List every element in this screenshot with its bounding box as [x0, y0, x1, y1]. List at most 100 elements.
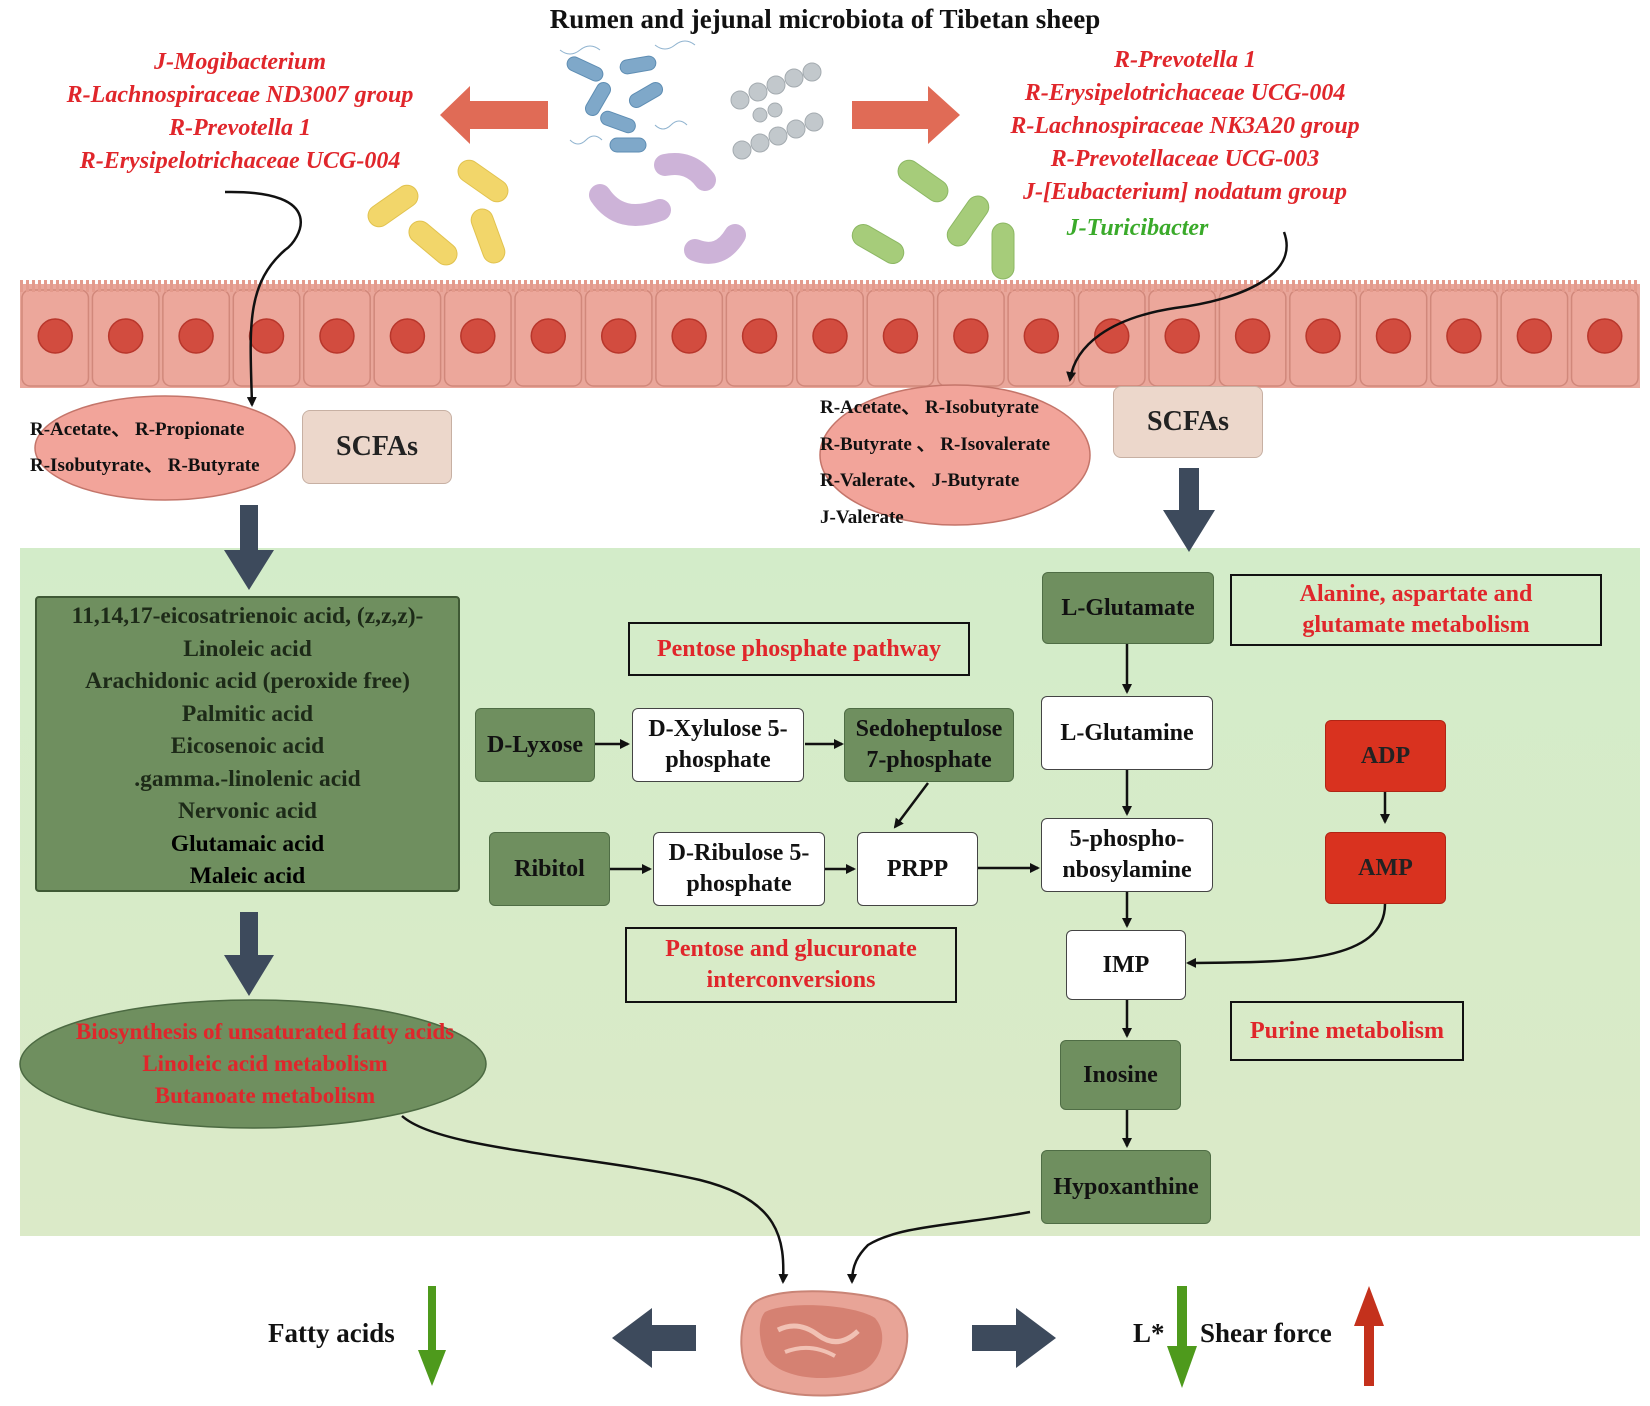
microvillus [482, 280, 485, 292]
microvillus [812, 280, 815, 292]
microvillus [1394, 280, 1397, 292]
microvillus [122, 280, 125, 292]
cell-nucleus [178, 318, 214, 354]
microvillus [170, 280, 173, 292]
microvillus [728, 280, 731, 292]
microvillus [464, 280, 467, 292]
microvillus [842, 280, 845, 292]
microvillus [1070, 280, 1073, 292]
cell-nucleus [953, 318, 989, 354]
cell-nucleus [1093, 318, 1130, 354]
microvillus [1172, 280, 1175, 292]
right-taxon: R-Erysipelotrichaceae UCG-004 [1024, 80, 1346, 106]
microvillus [272, 280, 275, 292]
microvillus [794, 280, 797, 292]
microvillus [1118, 280, 1121, 292]
microvillus [1526, 280, 1529, 292]
lipid-item: 11,14,17-eicosatrienoic acid, (z,z,z)- [71, 603, 424, 629]
shear-force-label: Shear force [1200, 1318, 1332, 1348]
microvillus [782, 280, 785, 292]
microvillus [1562, 280, 1565, 292]
node-amp: AMP [1325, 832, 1446, 904]
microvillus [530, 280, 533, 292]
microvillus [32, 280, 35, 292]
microvillus [524, 280, 527, 292]
microvillus [1226, 280, 1229, 292]
microvillus [1346, 280, 1349, 292]
microvillus [908, 280, 911, 292]
node-line: D-Ribulose 5- [668, 840, 810, 866]
microvillus [194, 280, 197, 292]
microvillus [956, 280, 959, 292]
node-ribitol: Ribitol [489, 832, 610, 906]
microvillus [746, 280, 749, 292]
microvillus [962, 280, 965, 292]
microvillus [596, 280, 599, 292]
microvillus [602, 280, 605, 292]
microvillus [1460, 280, 1463, 292]
microvillus [68, 280, 71, 292]
lipid-pathway-item: Biosynthesis of unsaturated fatty acids [75, 1019, 455, 1044]
lipid-pathway-item: Linoleic acid metabolism [142, 1051, 388, 1076]
cell-nucleus [1164, 318, 1200, 354]
microvillus [62, 280, 65, 292]
microvillus [1154, 280, 1157, 292]
lipid-item: Glutamaic acid [170, 830, 325, 857]
microvillus [1484, 280, 1487, 292]
microvillus [1622, 280, 1625, 292]
microvillus [512, 280, 515, 292]
microvillus [1184, 280, 1187, 292]
microvillus [854, 280, 857, 292]
left-scfa-list: R-Acetate、 R-Propionate R-Isobutyrate、 R… [30, 412, 260, 484]
microvillus [1148, 280, 1151, 292]
left-taxon: R-Erysipelotrichaceae UCG-004 [79, 148, 401, 174]
cell-nucleus [248, 318, 285, 354]
microvillus [1370, 280, 1373, 292]
microvillus [1382, 280, 1385, 292]
node-imp: IMP [1066, 930, 1186, 1000]
microvillus [362, 280, 365, 292]
microvillus [380, 280, 383, 292]
left-taxon: R-Lachnospiraceae ND3007 group [66, 82, 414, 108]
microvillus [50, 280, 53, 292]
microvillus [824, 280, 827, 292]
microvillus [1094, 280, 1097, 292]
microvillus [1568, 280, 1571, 292]
cell-nucleus [671, 318, 707, 354]
microvillus [44, 280, 47, 292]
microvillus [1280, 280, 1283, 292]
microvillus [1298, 280, 1301, 292]
scfa-item: J-Valerate [820, 506, 904, 528]
microvillus [1418, 280, 1421, 292]
microvillus [242, 280, 245, 292]
microvillus [608, 280, 611, 292]
cell-nucleus [1516, 318, 1553, 354]
microvillus [470, 280, 473, 292]
microvillus [668, 280, 671, 292]
arrow-left-red [440, 86, 548, 144]
microvillus [128, 280, 131, 292]
microvillus [800, 280, 803, 292]
microvillus [158, 280, 161, 292]
microvillus [1586, 280, 1589, 292]
left-scfa-label: SCFAs [302, 410, 452, 484]
microvillus [104, 280, 107, 292]
microvillus [176, 280, 179, 292]
microvillus [1616, 280, 1619, 292]
pathway-text: Purine metabolism [1250, 1017, 1444, 1044]
lipid-item: Maleic acid [189, 863, 306, 889]
microvillus [830, 280, 833, 292]
microvillus [770, 280, 773, 292]
microvillus [1244, 280, 1247, 292]
microvillus [26, 280, 29, 292]
microvillus [560, 280, 563, 292]
node-l-glutamate: L-Glutamate [1042, 572, 1214, 644]
microvillus [230, 280, 233, 292]
microvillus [1412, 280, 1415, 292]
microvillus [662, 280, 665, 292]
microvillus [1178, 280, 1181, 292]
microvillus [932, 280, 935, 292]
microvillus [590, 280, 593, 292]
right-taxa-list: R-Prevotella 1 R-Erysipelotrichaceae UCG… [975, 44, 1395, 245]
microvillus [212, 280, 215, 292]
